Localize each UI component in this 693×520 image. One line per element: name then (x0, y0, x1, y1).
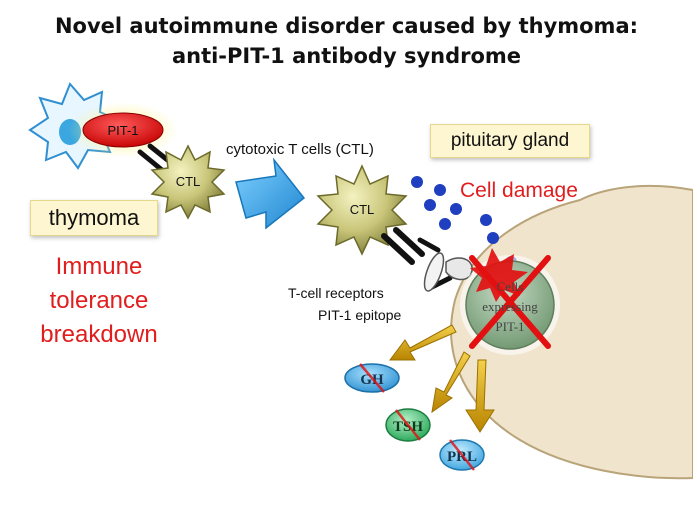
pit1-label: PIT-1 (107, 123, 138, 138)
title-line-1: Novel autoimmune disorder caused by thym… (54, 14, 639, 38)
pit1-antigen-shape (82, 112, 164, 148)
cell-label-line-2: expressing (482, 299, 538, 314)
ctl-cell-pituitary (316, 164, 408, 256)
hormone-arrow-gh (389, 324, 457, 361)
epitope-label: PIT-1 epitope (318, 307, 402, 323)
thymoma-label: thymoma (48, 205, 140, 230)
transition-arrow (235, 157, 306, 230)
tolerance-line-3: breakdown (40, 321, 158, 348)
ctl-caption: cytotoxic T cells (CTL) (226, 141, 374, 158)
thymoma-box: thymoma (30, 200, 158, 236)
cell-label-line-3: PIT-1 (495, 319, 524, 334)
pituitary-gland-label: pituitary gland (450, 130, 570, 151)
damage-x-mark (469, 255, 551, 349)
damage-star (470, 248, 528, 302)
cell-damage-label: Cell damage (460, 179, 578, 202)
ctl-label-thymoma: CTL (176, 174, 201, 189)
hormone-arrow-prl (465, 359, 495, 433)
tolerance-line-1: Immune (55, 253, 143, 280)
cell-label-line-1: Cells (497, 279, 524, 294)
title-line-2: anti-PIT-1 antibody syndrome (171, 44, 522, 68)
immune-tolerance-breakdown: Immune tolerance breakdown (26, 250, 172, 352)
tcr-label: T-cell receptors (288, 285, 384, 301)
hormone-arrow-tsh (431, 351, 471, 414)
ctl-cell-thymoma (150, 144, 226, 220)
ctl-label-pituitary: CTL (350, 202, 375, 217)
pituitary-gland-box: pituitary gland (430, 124, 590, 158)
tolerance-line-2: tolerance (49, 287, 149, 314)
